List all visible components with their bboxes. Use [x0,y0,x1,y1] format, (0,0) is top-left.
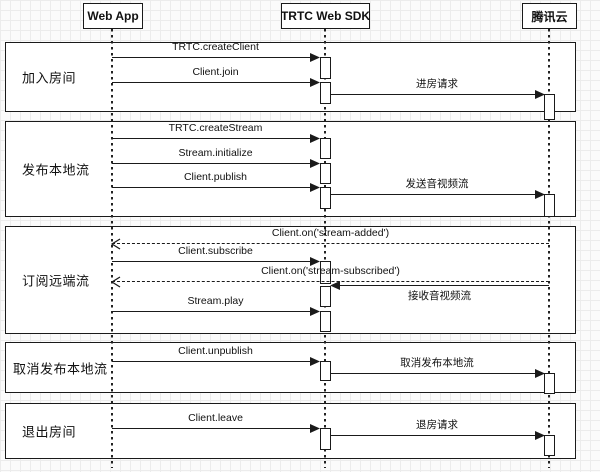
frame-label: 订阅远端流 [22,273,90,289]
filled-arrowhead-icon [310,159,320,168]
filled-arrowhead-icon [310,424,320,433]
message-send-av-stream: 发送音视频流 [330,178,545,199]
message-client-unpublish: Client.unpublish [112,345,320,366]
activation-bar [319,286,331,307]
actor-web-app: Web App [83,3,143,29]
filled-arrowhead-icon [534,431,545,440]
activation-bar [319,82,331,104]
message-stream-play: Stream.play [112,295,320,316]
filled-arrowhead-icon [310,357,320,366]
activation-bar [543,435,555,456]
message-trtc-createstream: TRTC.createStream [112,122,320,143]
filled-arrowhead-icon [310,183,320,192]
frame-subscribe-remote-stream: 订阅远端流 [5,226,576,334]
frame-label: 退出房间 [22,424,77,440]
activation-bar [319,57,331,79]
activation-bar [319,311,331,332]
lifeline-web-app [111,29,113,468]
open-arrowhead-icon [111,276,121,288]
message-client-leave: Client.leave [112,412,320,433]
frame-label: 发布本地流 [22,162,90,178]
lifeline-trtc-web-sdk [324,29,326,468]
activation-bar [319,428,331,450]
message-client-subscribe: Client.subscribe [112,245,320,266]
activation-bar [319,361,331,381]
actor-label: 腾讯云 [531,9,568,24]
activation-bar [543,373,555,394]
message-client-join: Client.join [112,66,320,87]
filled-arrowhead-icon [310,78,320,87]
activation-bar [319,187,331,209]
activation-bar [319,261,331,284]
frame-unpublish-local-stream: 取消发布本地流 [5,342,576,393]
message-cancel-publish-request: 取消发布本地流 [330,357,545,378]
message-stream-added-event: Client.on('stream-added') [111,227,549,250]
message-trtc-createclient: TRTC.createClient [112,41,320,62]
filled-arrowhead-icon [310,134,320,143]
frame-publish-local-stream: 发布本地流 [5,121,576,217]
frame-label: 取消发布本地流 [13,361,108,376]
frame-label: 加入房间 [22,70,77,86]
filled-arrowhead-icon [310,53,320,62]
actor-label: TRTC Web SDK [280,9,371,23]
message-client-publish: Client.publish [112,171,320,192]
open-arrowhead-icon [111,238,121,250]
frame-leave-room: 退出房间 [5,403,576,459]
message-stream-subscribed-event: Client.on('stream-subscribed') [111,265,549,288]
filled-arrowhead-icon [534,90,545,99]
message-receive-av-stream: 接收音视频流 [329,281,549,303]
frame-join-room: 加入房间 [5,42,576,112]
activation-bar [319,138,331,159]
message-stream-initialize: Stream.initialize [112,147,320,168]
filled-arrowhead-icon [310,307,320,316]
actor-label: Web App [87,9,139,23]
activation-bar [319,163,331,184]
filled-arrowhead-icon [310,257,320,266]
filled-arrowhead-icon [534,190,545,199]
lifeline-tencent-cloud [548,29,550,468]
activation-bar [543,194,555,217]
message-enter-room-request: 进房请求 [330,78,545,99]
filled-arrowhead-icon [534,369,545,378]
message-leave-room-request: 退房请求 [330,419,545,440]
actor-trtc-web-sdk: TRTC Web SDK [281,3,370,29]
filled-arrowhead-icon [329,281,340,290]
actor-tencent-cloud: 腾讯云 [522,3,577,29]
activation-bar [543,94,555,120]
